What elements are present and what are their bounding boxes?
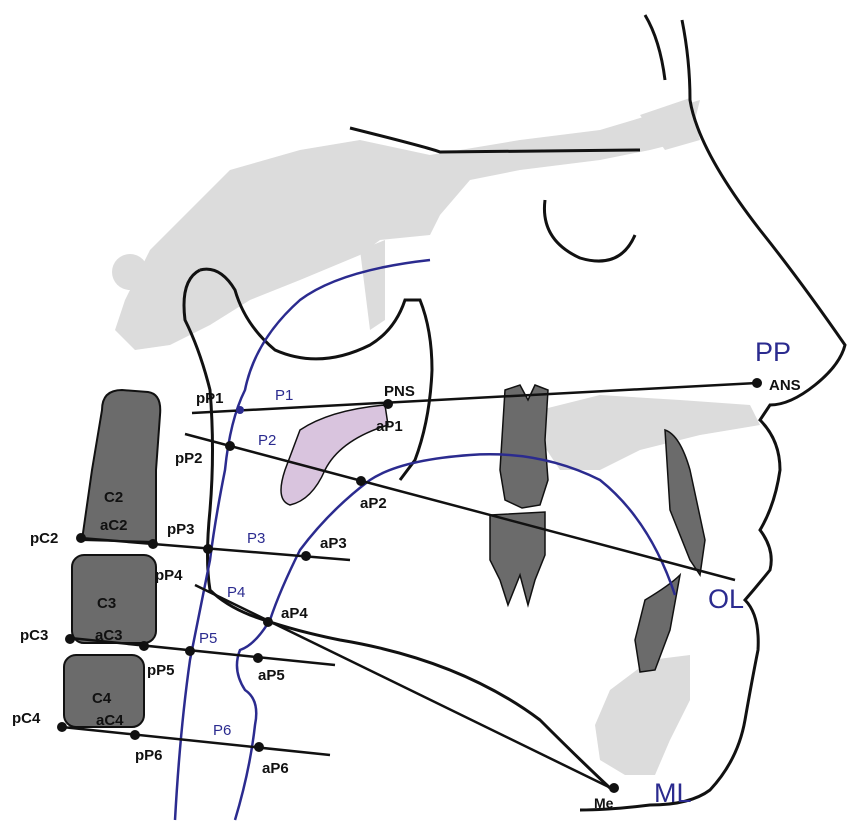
ac3-point <box>139 641 149 651</box>
p6-line <box>62 727 330 755</box>
upper-incisor <box>665 430 705 575</box>
pp5-point <box>185 646 195 656</box>
pc3-point <box>65 634 75 644</box>
chin-shadow <box>595 655 690 775</box>
pterygoid-shadow <box>360 240 385 330</box>
label-p5: P5 <box>199 630 217 647</box>
eye-line <box>544 200 635 261</box>
soft-palate-region <box>281 405 388 505</box>
pp3-point <box>203 544 213 554</box>
pc4-point <box>57 722 67 732</box>
ap3-point <box>301 551 311 561</box>
label-pp2: pP2 <box>175 450 203 467</box>
label-ap5: aP5 <box>258 667 285 684</box>
ap2-point <box>356 476 366 486</box>
label-pp3: pP3 <box>167 521 195 538</box>
ac4-point <box>130 730 140 740</box>
ap6-point <box>254 742 264 752</box>
me-point <box>609 783 619 793</box>
label-p6: P6 <box>213 722 231 739</box>
ans-point <box>752 378 762 388</box>
label-pp6: pP6 <box>135 747 163 764</box>
ap4-point <box>263 617 273 627</box>
label-ac3: aC3 <box>95 627 123 644</box>
label-p3: P3 <box>247 530 265 547</box>
label-pp1: pP1 <box>196 390 224 407</box>
pp2-point <box>225 441 235 451</box>
label-pp: PP <box>755 337 791 367</box>
label-ap2: aP2 <box>360 495 387 512</box>
label-c4: C4 <box>92 690 112 707</box>
label-ac2: aC2 <box>100 517 128 534</box>
label-p4: P4 <box>227 584 245 601</box>
label-c3: C3 <box>97 595 116 612</box>
label-ac4: aC4 <box>96 712 124 729</box>
label-ml: ML <box>654 778 692 808</box>
label-pp4: pP4 <box>155 567 183 584</box>
forehead-line <box>645 15 665 80</box>
label-p1: P1 <box>275 387 293 404</box>
skull-base-shadow <box>115 100 700 350</box>
label-pc2: pC2 <box>30 530 58 547</box>
label-pp5: pP5 <box>147 662 175 679</box>
pc2-point <box>76 533 86 543</box>
label-p2: P2 <box>258 432 276 449</box>
ear-shadow <box>112 254 148 290</box>
p4-ml-line <box>195 585 615 790</box>
lower-molar <box>490 512 545 605</box>
label-me: Me <box>594 795 614 811</box>
label-pns: PNS <box>384 383 415 400</box>
label-ap3: aP3 <box>320 535 347 552</box>
pns-point <box>383 399 393 409</box>
label-ap1: aP1 <box>376 418 403 435</box>
label-c2: C2 <box>104 489 123 506</box>
label-ol: OL <box>708 584 744 614</box>
palate-shadow <box>540 395 760 470</box>
label-ap6: aP6 <box>262 760 289 777</box>
label-pc4: pC4 <box>12 710 41 727</box>
ac2-point <box>148 539 158 549</box>
ap5-point <box>253 653 263 663</box>
label-pc3: pC3 <box>20 627 48 644</box>
upper-molar <box>500 385 548 508</box>
label-ans: ANS <box>769 377 801 394</box>
pp1-point <box>236 406 244 414</box>
label-ap4: aP4 <box>281 605 308 622</box>
